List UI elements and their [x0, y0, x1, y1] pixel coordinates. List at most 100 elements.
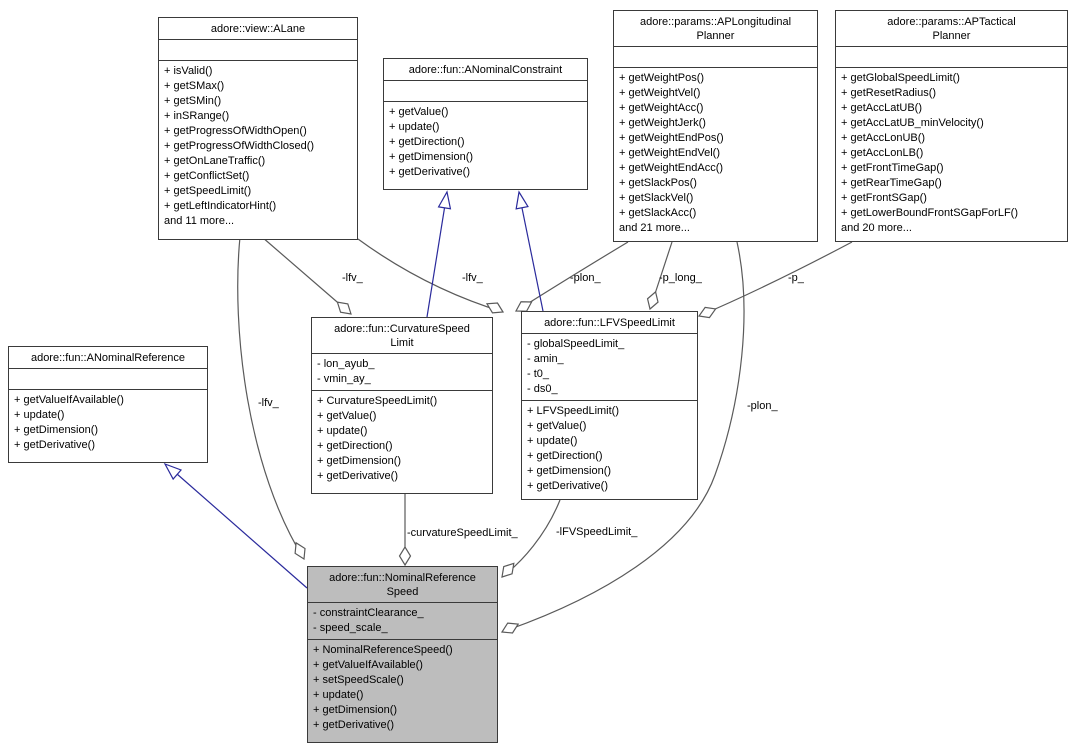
- attributes-section: - constraintClearance_ - speed_scale_: [308, 603, 497, 640]
- class-title: adore::params::APLongitudinal Planner: [614, 11, 817, 47]
- member-line: + getDimension(): [527, 465, 612, 477]
- member-line: + getWeightPos(): [619, 72, 705, 84]
- aggregation-edge-nrs-lfv: [237, 236, 305, 560]
- class-title: adore::view::ALane: [159, 18, 357, 40]
- member-line: + getDirection(): [389, 136, 465, 148]
- member-line: + getAccLonLB(): [841, 147, 924, 159]
- edge-label: -curvatureSpeedLimit_: [407, 527, 519, 539]
- member-line: + getProgressOfWidthOpen(): [164, 125, 307, 137]
- methods-section: + getValue()+ update()+ getDirection()+ …: [384, 102, 587, 189]
- member-line: - ds0_: [527, 383, 558, 395]
- attributes-section: [614, 47, 817, 68]
- edge-label: -lfv_: [258, 397, 280, 409]
- attributes-section: [384, 81, 587, 102]
- aggregation-diamond-icon: [646, 290, 659, 311]
- aggregation-diamond-icon: [501, 562, 515, 578]
- aggregation-edge-lfvsl-p: [698, 241, 853, 317]
- member-line: + getRearTimeGap(): [841, 177, 942, 189]
- methods-section: + isValid()+ getSMax()+ getSMin()+ inSRa…: [159, 61, 357, 239]
- inheritance-arrow-icon: [515, 190, 529, 210]
- edge-label: -p_: [788, 272, 805, 284]
- inheritance-edge-lfvsl-constraint: [521, 207, 544, 312]
- class-box-alane[interactable]: adore::view::ALane + isValid()+ getSMax(…: [158, 17, 358, 240]
- member-line: + update(): [313, 689, 364, 701]
- aggregation-diamond-icon: [336, 301, 352, 315]
- member-line: - lon_ayub_: [317, 358, 375, 370]
- member-line: + getDerivative(): [389, 166, 471, 178]
- member-line: + getSlackAcc(): [619, 207, 697, 219]
- edge-label: -lFVSpeedLimit_: [556, 526, 638, 538]
- member-line: + getFrontTimeGap(): [841, 162, 944, 174]
- aggregation-edge-nrs-plon: [501, 241, 745, 633]
- edge-label: -p_long_: [659, 272, 703, 284]
- member-line: + getSMin(): [164, 95, 222, 107]
- member-line: + getAccLonUB(): [841, 132, 926, 144]
- member-line: + getDimension(): [14, 424, 99, 436]
- member-line: - t0_: [527, 368, 550, 380]
- attributes-section: - globalSpeedLimit_ - amin_ - t0_ - ds0_: [522, 334, 697, 401]
- aggregation-diamond-icon: [485, 302, 505, 314]
- member-line: + LFVSpeedLimit(): [527, 405, 620, 417]
- member-line: + getWeightEndAcc(): [619, 162, 724, 174]
- class-box-anominalreference[interactable]: adore::fun::ANominalReference + getValue…: [8, 346, 208, 463]
- member-line: + getValue(): [389, 106, 449, 118]
- member-line: + getLeftIndicatorHint(): [164, 200, 277, 212]
- member-line: + update(): [527, 435, 578, 447]
- methods-section: + LFVSpeedLimit() + getValue() + update() +…: [522, 401, 697, 499]
- inheritance-arrow-icon: [437, 190, 452, 210]
- methods-section: + getGlobalSpeedLimit()+ getResetRadius(…: [836, 68, 1067, 241]
- class-title: adore::fun::ANominalReference: [9, 347, 207, 369]
- class-title: adore::fun::CurvatureSpeed Limit: [312, 318, 492, 354]
- member-line: + getGlobalSpeedLimit(): [841, 72, 960, 84]
- member-line: + getDerivative(): [317, 470, 399, 482]
- member-line: and 21 more...: [619, 222, 690, 234]
- member-line: + getDimension(): [313, 704, 398, 716]
- member-line: + getValue(): [527, 420, 587, 432]
- class-title: adore::params::APTactical Planner: [836, 11, 1067, 47]
- member-line: + getSlackVel(): [619, 192, 694, 204]
- methods-section: + NominalReferenceSpeed()+ getValueIfAva…: [308, 640, 497, 742]
- member-line: + getValueIfAvailable(): [14, 394, 124, 406]
- member-line: + getDirection(): [317, 440, 393, 452]
- member-line: + getAccLatUB(): [841, 102, 923, 114]
- edge-label: -lfv_: [462, 272, 484, 284]
- member-line: + getWeightEndVel(): [619, 147, 720, 159]
- aggregation-diamond-icon: [294, 541, 306, 561]
- member-line: + CurvatureSpeedLimit(): [317, 395, 438, 407]
- member-line: and 11 more...: [164, 215, 235, 227]
- class-box-curvaturespeedlimit[interactable]: adore::fun::CurvatureSpeed Limit - lon_a…: [311, 317, 493, 494]
- member-line: + getFrontSGap(): [841, 192, 927, 204]
- member-line: + getWeightJerk(): [619, 117, 706, 129]
- edge-label: -plon_: [570, 272, 601, 284]
- inheritance-edge-nrs-reference: [176, 473, 308, 589]
- class-box-aptacticalplanner[interactable]: adore::params::APTactical Planner + getG…: [835, 10, 1068, 242]
- inheritance-arrow-icon: [163, 462, 183, 481]
- member-line: - globalSpeedLimit_: [527, 338, 625, 350]
- member-line: + getDimension(): [389, 151, 474, 163]
- aggregation-edge-curv-lfv: [261, 236, 352, 315]
- member-line: + getWeightVel(): [619, 87, 701, 99]
- edge-label: -lfv_: [342, 272, 364, 284]
- member-line: + update(): [317, 425, 368, 437]
- attributes-section: [159, 40, 357, 61]
- aggregation-diamond-icon: [697, 306, 717, 319]
- member-line: - speed_scale_: [313, 622, 388, 634]
- class-box-anominalconstraint[interactable]: adore::fun::ANominalConstraint + getValu…: [383, 58, 588, 190]
- class-title: adore::fun::NominalReference Speed: [308, 567, 497, 603]
- class-box-aplongitudinalplanner[interactable]: adore::params::APLongitudinal Planner + …: [613, 10, 818, 242]
- member-line: - constraintClearance_: [313, 607, 424, 619]
- class-box-lfvspeedlimit[interactable]: adore::fun::LFVSpeedLimit - globalSpeedL…: [521, 311, 698, 500]
- member-line: + getAccLatUB_minVelocity(): [841, 117, 984, 129]
- methods-section: + getValueIfAvailable() + update() + getDi…: [9, 390, 207, 462]
- member-line: + getDerivative(): [313, 719, 395, 731]
- member-line: + getSMax(): [164, 80, 225, 92]
- member-line: + getWeightAcc(): [619, 102, 704, 114]
- member-line: + getConflictSet(): [164, 170, 250, 182]
- member-line: + update(): [14, 409, 65, 421]
- aggregation-edge-lfvsl-lfv: [357, 238, 504, 313]
- member-line: + setSpeedScale(): [313, 674, 404, 686]
- class-box-nominalreferencespeed[interactable]: adore::fun::NominalReference Speed - con…: [307, 566, 498, 743]
- member-line: - amin_: [527, 353, 564, 365]
- member-line: - vmin_ay_: [317, 373, 371, 385]
